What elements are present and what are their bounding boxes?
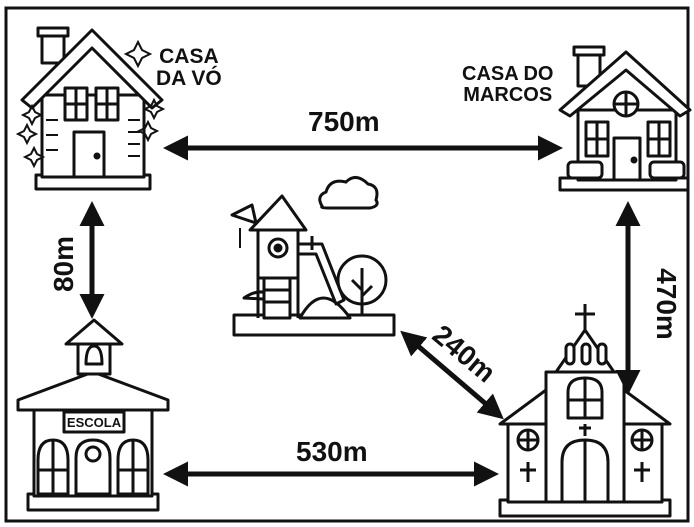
distance-label-grandma-marcos: 750m [308, 106, 380, 137]
church-icon [498, 304, 672, 518]
grandma-house-label: CASA DA VÓ [156, 45, 222, 91]
sparkle-decorations [15, 39, 166, 169]
distance-label-marcos-church: 470m [650, 268, 682, 340]
school-icon [16, 318, 170, 512]
marcos-house-label: CASA DO MARCOS [462, 63, 554, 106]
playground-icon [230, 194, 396, 337]
frame-border [4, 6, 690, 523]
grandma-house-icon [20, 26, 164, 191]
marcos-house-icon [558, 45, 692, 192]
distance-label-grandma-school: 80m [48, 235, 80, 293]
cloud-icon [318, 176, 379, 210]
distance-label-school-church: 530m [296, 436, 368, 467]
distance-arrows [79, 135, 641, 487]
arrow-playground-to-church [400, 330, 504, 420]
school-sign-text: ESCOLA [67, 415, 122, 430]
